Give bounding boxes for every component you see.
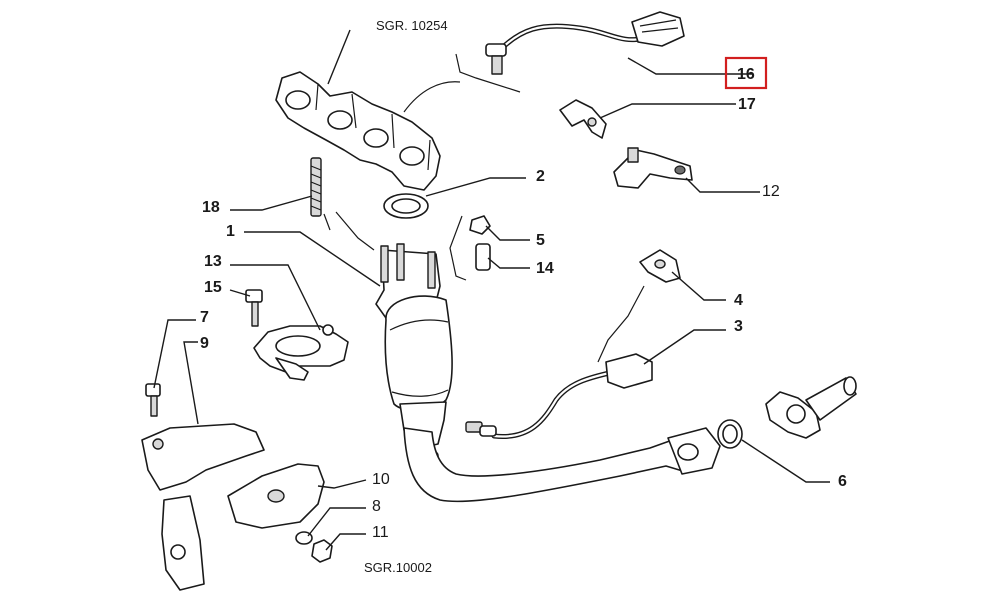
reference-bottom: SGR.10002	[364, 560, 432, 575]
callout-lines	[153, 29, 830, 551]
callout-1: 1	[226, 223, 235, 240]
front-exhaust-pipe-drawing	[403, 427, 721, 503]
callout-15: 15	[204, 279, 222, 296]
manifold-gasket-drawing	[383, 193, 429, 219]
stud-drawing	[310, 157, 322, 217]
callout-9: 9	[200, 335, 209, 352]
callout-2: 2	[536, 168, 545, 185]
callout-11: 11	[372, 524, 389, 541]
highlight-box	[724, 56, 768, 90]
lower-lambda-sensor-drawing	[465, 353, 653, 440]
clip-4-drawing	[639, 249, 681, 283]
bolt-15-drawing	[245, 289, 263, 327]
bracket-17-drawing	[559, 99, 607, 139]
callout-8: 8	[372, 498, 381, 515]
bracket-10-drawing	[227, 463, 325, 529]
bracket-12-drawing	[613, 147, 693, 189]
callout-5: 5	[536, 232, 545, 249]
bracket-9-drawing	[141, 423, 265, 591]
callout-6: 6	[838, 473, 847, 490]
callout-18: 18	[202, 199, 220, 216]
clamp-13-drawing	[253, 324, 349, 381]
rear-pipe-flange-drawing	[765, 376, 857, 439]
nut-11-drawing	[311, 539, 333, 563]
pipe-gasket-drawing	[717, 419, 743, 449]
callout-4: 4	[734, 292, 743, 309]
nut-and-spacer-drawing	[469, 215, 491, 271]
exhaust-manifold-drawing	[275, 71, 461, 191]
callout-13: 13	[204, 253, 222, 270]
callout-labels: SGR. 10254 SGR.10002 16 17 12 2 18 1 5 1…	[200, 18, 847, 575]
callout-12: 12	[762, 183, 780, 200]
upper-lambda-sensor-drawing	[485, 11, 685, 75]
reference-top: SGR. 10254	[376, 18, 448, 33]
callout-17: 17	[738, 96, 756, 113]
callout-3: 3	[734, 318, 743, 335]
bolt-7-drawing	[145, 383, 161, 417]
callout-16: 16	[737, 66, 755, 83]
callout-7: 7	[200, 309, 209, 326]
callout-10: 10	[372, 471, 390, 488]
callout-14: 14	[536, 260, 554, 277]
